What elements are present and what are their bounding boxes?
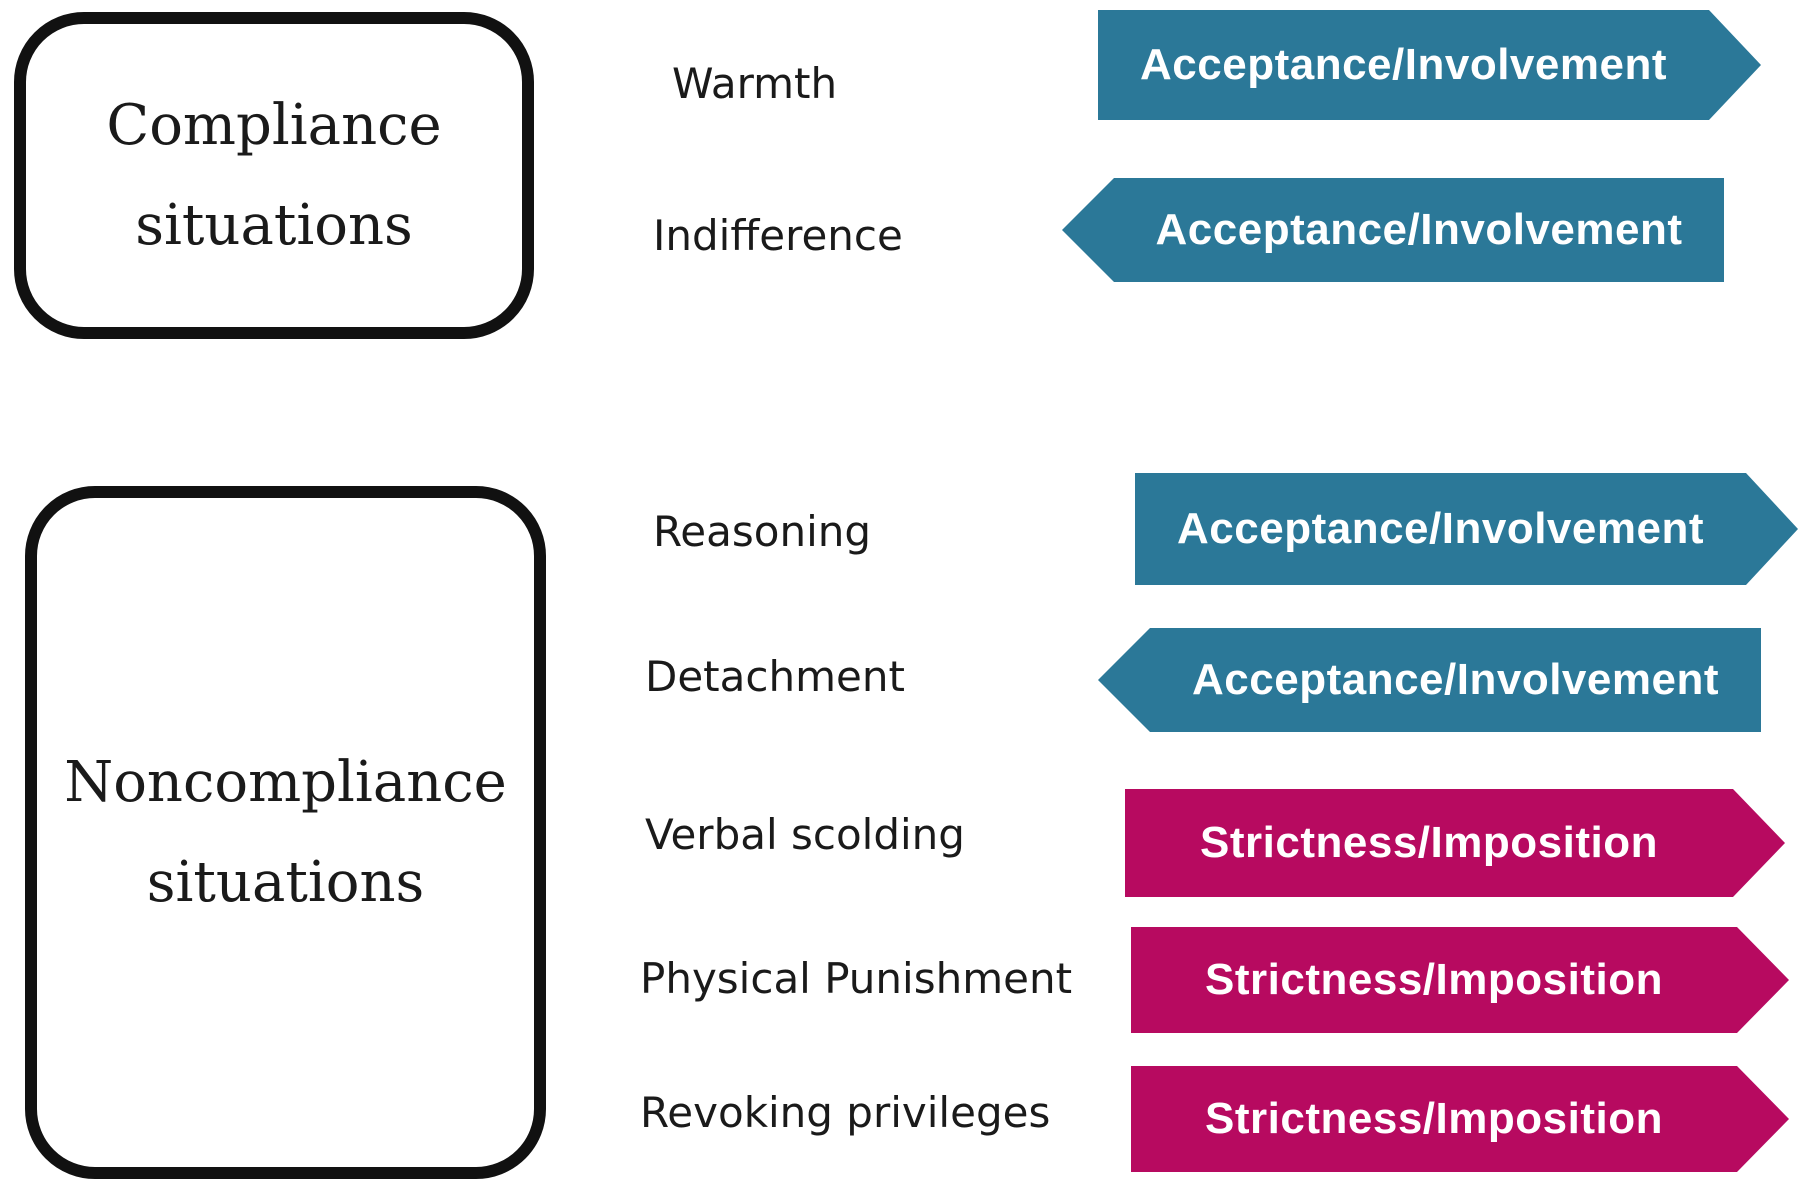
arrow-label: Strictness/Imposition [1205,955,1663,1004]
arrow-label: Strictness/Imposition [1200,818,1658,867]
arrow-label: Acceptance/Involvement [1140,40,1667,89]
row-label-verbal-scolding: Verbal scolding [645,810,965,859]
row-label-detachment: Detachment [645,652,905,701]
arrow-strictness-right: Strictness/Imposition [1125,789,1785,897]
arrow-acceptance-right: Acceptance/Involvement [1135,473,1798,585]
arrow-label: Strictness/Imposition [1205,1094,1663,1143]
compliance-box-title: Compliance situations [106,92,442,258]
noncompliance-box: Noncompliance situations [25,486,546,1179]
arrow-acceptance-right: Acceptance/Involvement [1098,10,1761,120]
arrow-label: Acceptance/Involvement [1192,655,1719,704]
row-label-warmth: Warmth [672,59,838,108]
arrow-label: Acceptance/Involvement [1177,504,1704,553]
row-label-physical-punishment: Physical Punishment [640,954,1073,1003]
row-label-revoking-privileges: Revoking privileges [640,1088,1051,1137]
arrow-strictness-right: Strictness/Imposition [1131,1066,1789,1172]
row-label-reasoning: Reasoning [653,507,872,556]
arrow-acceptance-left: Acceptance/Involvement [1098,628,1761,732]
compliance-box: Compliance situations [14,12,534,339]
arrow-label: Acceptance/Involvement [1155,205,1683,254]
arrow-strictness-right: Strictness/Imposition [1131,927,1789,1033]
arrow-acceptance-left: Acceptance/Involvement [1062,178,1724,282]
noncompliance-box-title: Noncompliance situations [64,749,507,915]
row-label-indifference: Indifference [653,211,903,260]
